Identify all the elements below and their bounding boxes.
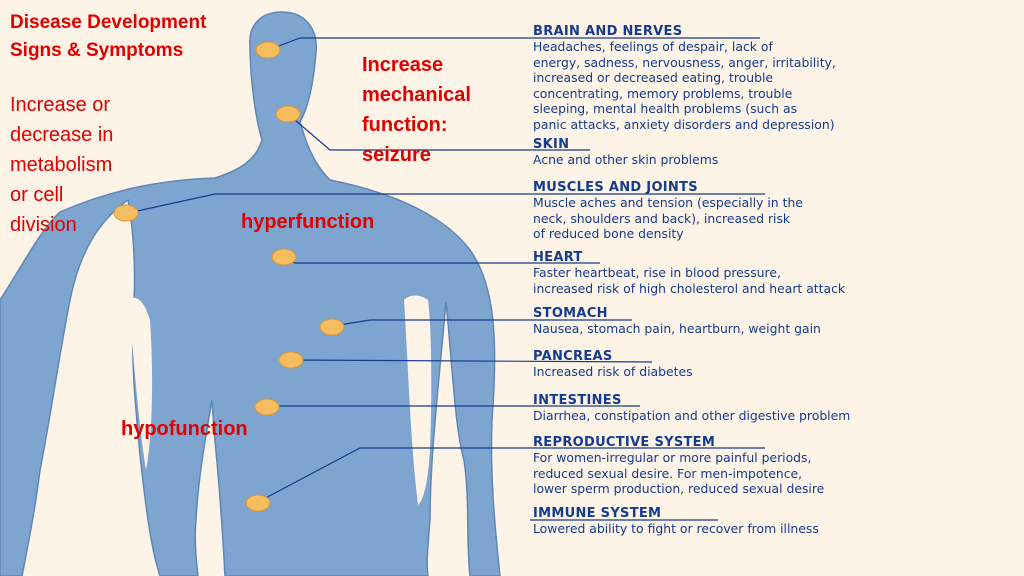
section-line: of reduced bone density xyxy=(533,226,684,241)
metabolism-line: Increase or xyxy=(10,94,111,116)
connector-muscles xyxy=(127,193,765,214)
section-stomach: STOMACH Nausea, stomach pain, heartburn,… xyxy=(533,306,1021,337)
section-line: increased risk of high cholesterol and h… xyxy=(533,280,846,296)
section-line: Nausea, stomach pain, heartburn, weight … xyxy=(533,321,821,336)
metabolism-annotation: Increase or decrease in metabolism or ce… xyxy=(10,90,113,240)
section-heading: SKIN xyxy=(533,137,570,152)
section-brain-and-nerves: BRAIN AND NERVES Headaches, feelings of … xyxy=(533,24,1021,132)
section-line: concentrating, memory problems, trouble xyxy=(533,85,793,101)
section-heart: HEART Faster heartbeat, rise in blood pr… xyxy=(533,250,1021,296)
connector-pancreas xyxy=(290,359,653,363)
section-heading: IMMUNE SYSTEM xyxy=(533,506,662,521)
dot-intestines xyxy=(254,398,280,416)
organ-dots xyxy=(113,41,345,512)
dot-stomach xyxy=(319,318,345,336)
section-line: lower sperm production, reduced sexual d… xyxy=(533,481,825,496)
mechanical-annotation: Increase mechanical function: seizure xyxy=(362,50,471,170)
section-heading: HEART xyxy=(533,250,583,265)
section-intestines: INTESTINES Diarrhea, constipation and ot… xyxy=(533,393,1021,424)
section-line: increased or decreased eating, trouble xyxy=(533,70,774,85)
title-line-1: Disease Development xyxy=(10,12,207,33)
section-line: Increased risk of diabetes xyxy=(533,364,693,379)
dot-brain xyxy=(255,41,281,59)
section-heading: MUSCLES AND JOINTS xyxy=(533,180,698,195)
section-muscles-and-joints: MUSCLES AND JOINTS Muscle aches and tens… xyxy=(533,180,1021,242)
metabolism-line: division xyxy=(10,214,77,236)
section-heading: REPRODUCTIVE SYSTEM xyxy=(533,435,716,450)
section-line: panic attacks, anxiety disorders and dep… xyxy=(533,116,835,132)
section-heading: BRAIN AND NERVES xyxy=(533,24,683,39)
section-line: For women-irregular or more painful peri… xyxy=(533,450,812,465)
section-line: Diarrhea, constipation and other digesti… xyxy=(533,408,851,423)
dot-muscles xyxy=(113,204,139,222)
section-line: Headaches, feelings of despair, lack of xyxy=(533,39,773,54)
right-arm-gap xyxy=(404,295,432,505)
connector-stomach xyxy=(332,319,632,327)
dot-pancreas xyxy=(278,351,304,369)
dot-skin xyxy=(275,105,301,123)
hypofunction-label: hypofunction xyxy=(121,418,248,440)
section-immune-system: IMMUNE SYSTEM Lowered ability to fight o… xyxy=(533,506,1021,537)
section-reproductive-system: REPRODUCTIVE SYSTEM For women-irregular … xyxy=(533,435,1021,497)
section-line: Lowered ability to fight or recover from… xyxy=(533,521,819,536)
mechanical-line: function: xyxy=(362,114,448,136)
section-line: Acne and other skin problems xyxy=(533,152,719,167)
connector-reproductive xyxy=(257,447,765,503)
section-line: reduced sexual desire. For men-impotence… xyxy=(533,465,803,481)
section-heading: INTESTINES xyxy=(533,393,622,408)
metabolism-line: decrease in xyxy=(10,124,114,146)
connector-skin xyxy=(287,113,590,151)
metabolism-line: metabolism xyxy=(10,154,113,176)
dot-heart xyxy=(271,248,297,266)
section-line: sleeping, mental health problems (such a… xyxy=(533,101,798,116)
section-skin: SKIN Acne and other skin problems xyxy=(533,137,1021,168)
section-line: neck, shoulders and back), increased ris… xyxy=(533,210,791,226)
dot-reproductive xyxy=(245,494,271,512)
mechanical-line: mechanical xyxy=(362,84,471,106)
section-line: Muscle aches and tension (especially in … xyxy=(533,195,803,210)
connector-lines xyxy=(127,37,765,521)
body-silhouette xyxy=(0,11,501,576)
mechanical-line: seizure xyxy=(362,144,431,166)
mechanical-line: Increase xyxy=(362,54,444,76)
section-line: Faster heartbeat, rise in blood pressure… xyxy=(533,265,781,280)
section-pancreas: PANCREAS Increased risk of diabetes xyxy=(533,349,1021,380)
hyperfunction-label: hyperfunction xyxy=(241,211,375,233)
section-heading: STOMACH xyxy=(533,306,608,321)
left-arm-gap xyxy=(128,297,153,470)
section-heading: PANCREAS xyxy=(533,349,613,364)
metabolism-line: or cell xyxy=(10,184,64,206)
title-line-2: Signs & Symptoms xyxy=(10,40,184,61)
section-line: energy, sadness, nervousness, anger, irr… xyxy=(533,54,836,70)
